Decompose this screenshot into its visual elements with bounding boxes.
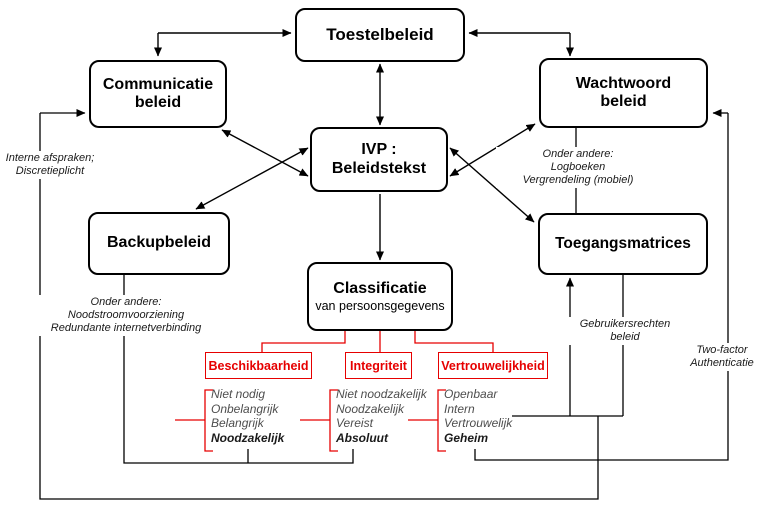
node-classificatie-subtitle: van persoonsgegevens [315, 299, 445, 313]
node-ivp-beleidstekst: IVP : Beleidstekst [310, 127, 448, 192]
line-backup-levels [123, 275, 354, 464]
category-integriteit-label: Integriteit [350, 358, 407, 373]
arrow-ivp-toegangsmatrices [449, 147, 535, 223]
level-item: Niet noodzakelijk [336, 387, 427, 401]
node-communicatiebeleid: Communicatie beleid [89, 60, 227, 128]
level-item: Noodzakelijk [336, 401, 405, 416]
node-toestelbeleid-label: Toestelbeleid [326, 25, 434, 45]
note-line: Onder andere: [542, 148, 614, 160]
node-communicatiebeleid-line1: Communicatie [102, 75, 214, 93]
category-beschikbaarheid-label: Beschikbaarheid [208, 358, 309, 373]
level-item-selected: Noodzakelijk [211, 430, 285, 445]
levels-beschikbaarheid: Niet nodig Onbelangrijk Belangrijk Noodz… [211, 387, 284, 445]
node-backupbeleid: Backupbeleid [88, 212, 230, 275]
level-item: Onbelangrijk [211, 401, 279, 416]
level-item-selected: Geheim [444, 430, 489, 445]
line-geheim-twofactor [474, 113, 729, 461]
note-gebruikersrechten: Gebruikersrechten beleid [563, 317, 687, 345]
note-line: Interne afspraken; [5, 152, 95, 164]
level-item: Vertrouwelijk [444, 416, 513, 430]
node-toegangsmatrices: Toegangsmatrices [538, 213, 708, 275]
category-integriteit: Integriteit [345, 352, 412, 379]
level-item: Intern [444, 401, 475, 416]
red-line-vertrouwelijkheid [414, 331, 494, 352]
arrow-ivp-communicatiebeleid [221, 129, 309, 177]
node-wachtwoordbeleid-line2: beleid [600, 93, 647, 110]
node-wachtwoordbeleid: Wachtwoord beleid [539, 58, 708, 128]
category-vertrouwelijkheid-label: Vertrouwelijkheid [441, 358, 545, 373]
level-item-selected: Absoluut [336, 430, 388, 445]
node-ivp-line2: Beleidstekst [331, 159, 427, 177]
note-line: Discretieplicht [15, 165, 85, 177]
node-wachtwoordbeleid-line1: Wachtwoord [575, 74, 672, 92]
node-toestelbeleid: Toestelbeleid [295, 8, 465, 62]
node-ivp-line1: IVP : [361, 141, 397, 159]
note-line: Authenticatie [690, 357, 754, 369]
red-line-beschikbaarheid [261, 331, 346, 352]
node-classificatie: Classificatie van persoonsgegevens [307, 262, 453, 331]
note-two-factor: Two-factor Authenticatie [683, 343, 758, 371]
note-interne-afspraken: Interne afspraken; Discretieplicht [0, 151, 100, 179]
category-beschikbaarheid: Beschikbaarheid [205, 352, 312, 379]
note-line: beleid [610, 331, 640, 343]
node-backupbeleid-label: Backupbeleid [106, 234, 212, 252]
levels-integriteit: Niet noodzakelijk Noodzakelijk Vereist A… [336, 387, 427, 445]
category-vertrouwelijkheid: Vertrouwelijkheid [438, 352, 548, 379]
level-item: Openbaar [444, 387, 498, 401]
note-line: Vergrendeling (mobiel) [522, 174, 634, 186]
ivp-spoke-arrows [195, 63, 536, 261]
note-line: Noodstroomvoorziening [67, 309, 185, 321]
toestel-elbow-arrows [154, 29, 574, 57]
level-item: Vereist [336, 416, 373, 430]
note-line: Onder andere: [90, 296, 162, 308]
node-communicatiebeleid-line2: beleid [134, 94, 182, 111]
note-line: Two-factor [696, 344, 748, 356]
note-backup-onder-andere: Onder andere: Noodstroomvoorziening Redu… [34, 295, 218, 336]
level-item: Belangrijk [211, 416, 264, 430]
red-classification-connectors [175, 331, 494, 452]
arrow-ivp-backupbeleid [195, 147, 309, 210]
node-classificatie-title: Classificatie [333, 279, 427, 297]
levels-vertrouwelijkheid: Openbaar Intern Vertrouwelijk Geheim [444, 387, 512, 445]
note-line: Gebruikersrechten [579, 318, 671, 330]
note-line: Logboeken [550, 161, 606, 173]
level-item: Niet nodig [211, 387, 266, 401]
note-line: Redundante internetverbinding [50, 322, 202, 334]
note-wachtwoord-onder-andere: Onder andere: Logboeken Vergrendeling (m… [496, 147, 660, 188]
node-toegangsmatrices-label: Toegangsmatrices [555, 235, 691, 253]
